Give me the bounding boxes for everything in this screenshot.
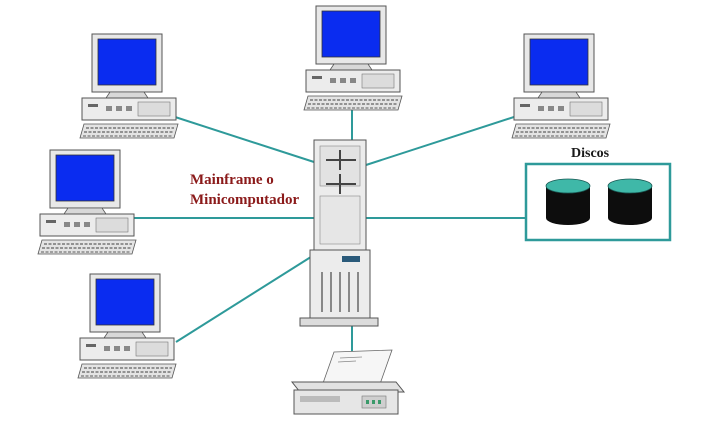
disks-title: Discos [571, 146, 610, 161]
link-bottom-left [175, 254, 315, 343]
mainframe-label-line2: Minicomputador [190, 192, 300, 208]
mainframe-label-line1: Mainframe o [190, 172, 274, 188]
terminal-top-right [511, 33, 611, 139]
terminal-top-center [303, 5, 403, 111]
disk-array [524, 162, 672, 242]
terminal-mid-left [37, 149, 137, 255]
connectors [132, 97, 526, 360]
printer [290, 349, 406, 415]
link-top-left [171, 115, 315, 163]
terminal-top-left [79, 33, 179, 139]
mainframe-tower [299, 139, 379, 327]
terminal-bottom-left [77, 273, 177, 379]
link-top-right [365, 114, 521, 166]
disk-1-icon [545, 178, 591, 225]
disk-2-icon [607, 178, 653, 225]
